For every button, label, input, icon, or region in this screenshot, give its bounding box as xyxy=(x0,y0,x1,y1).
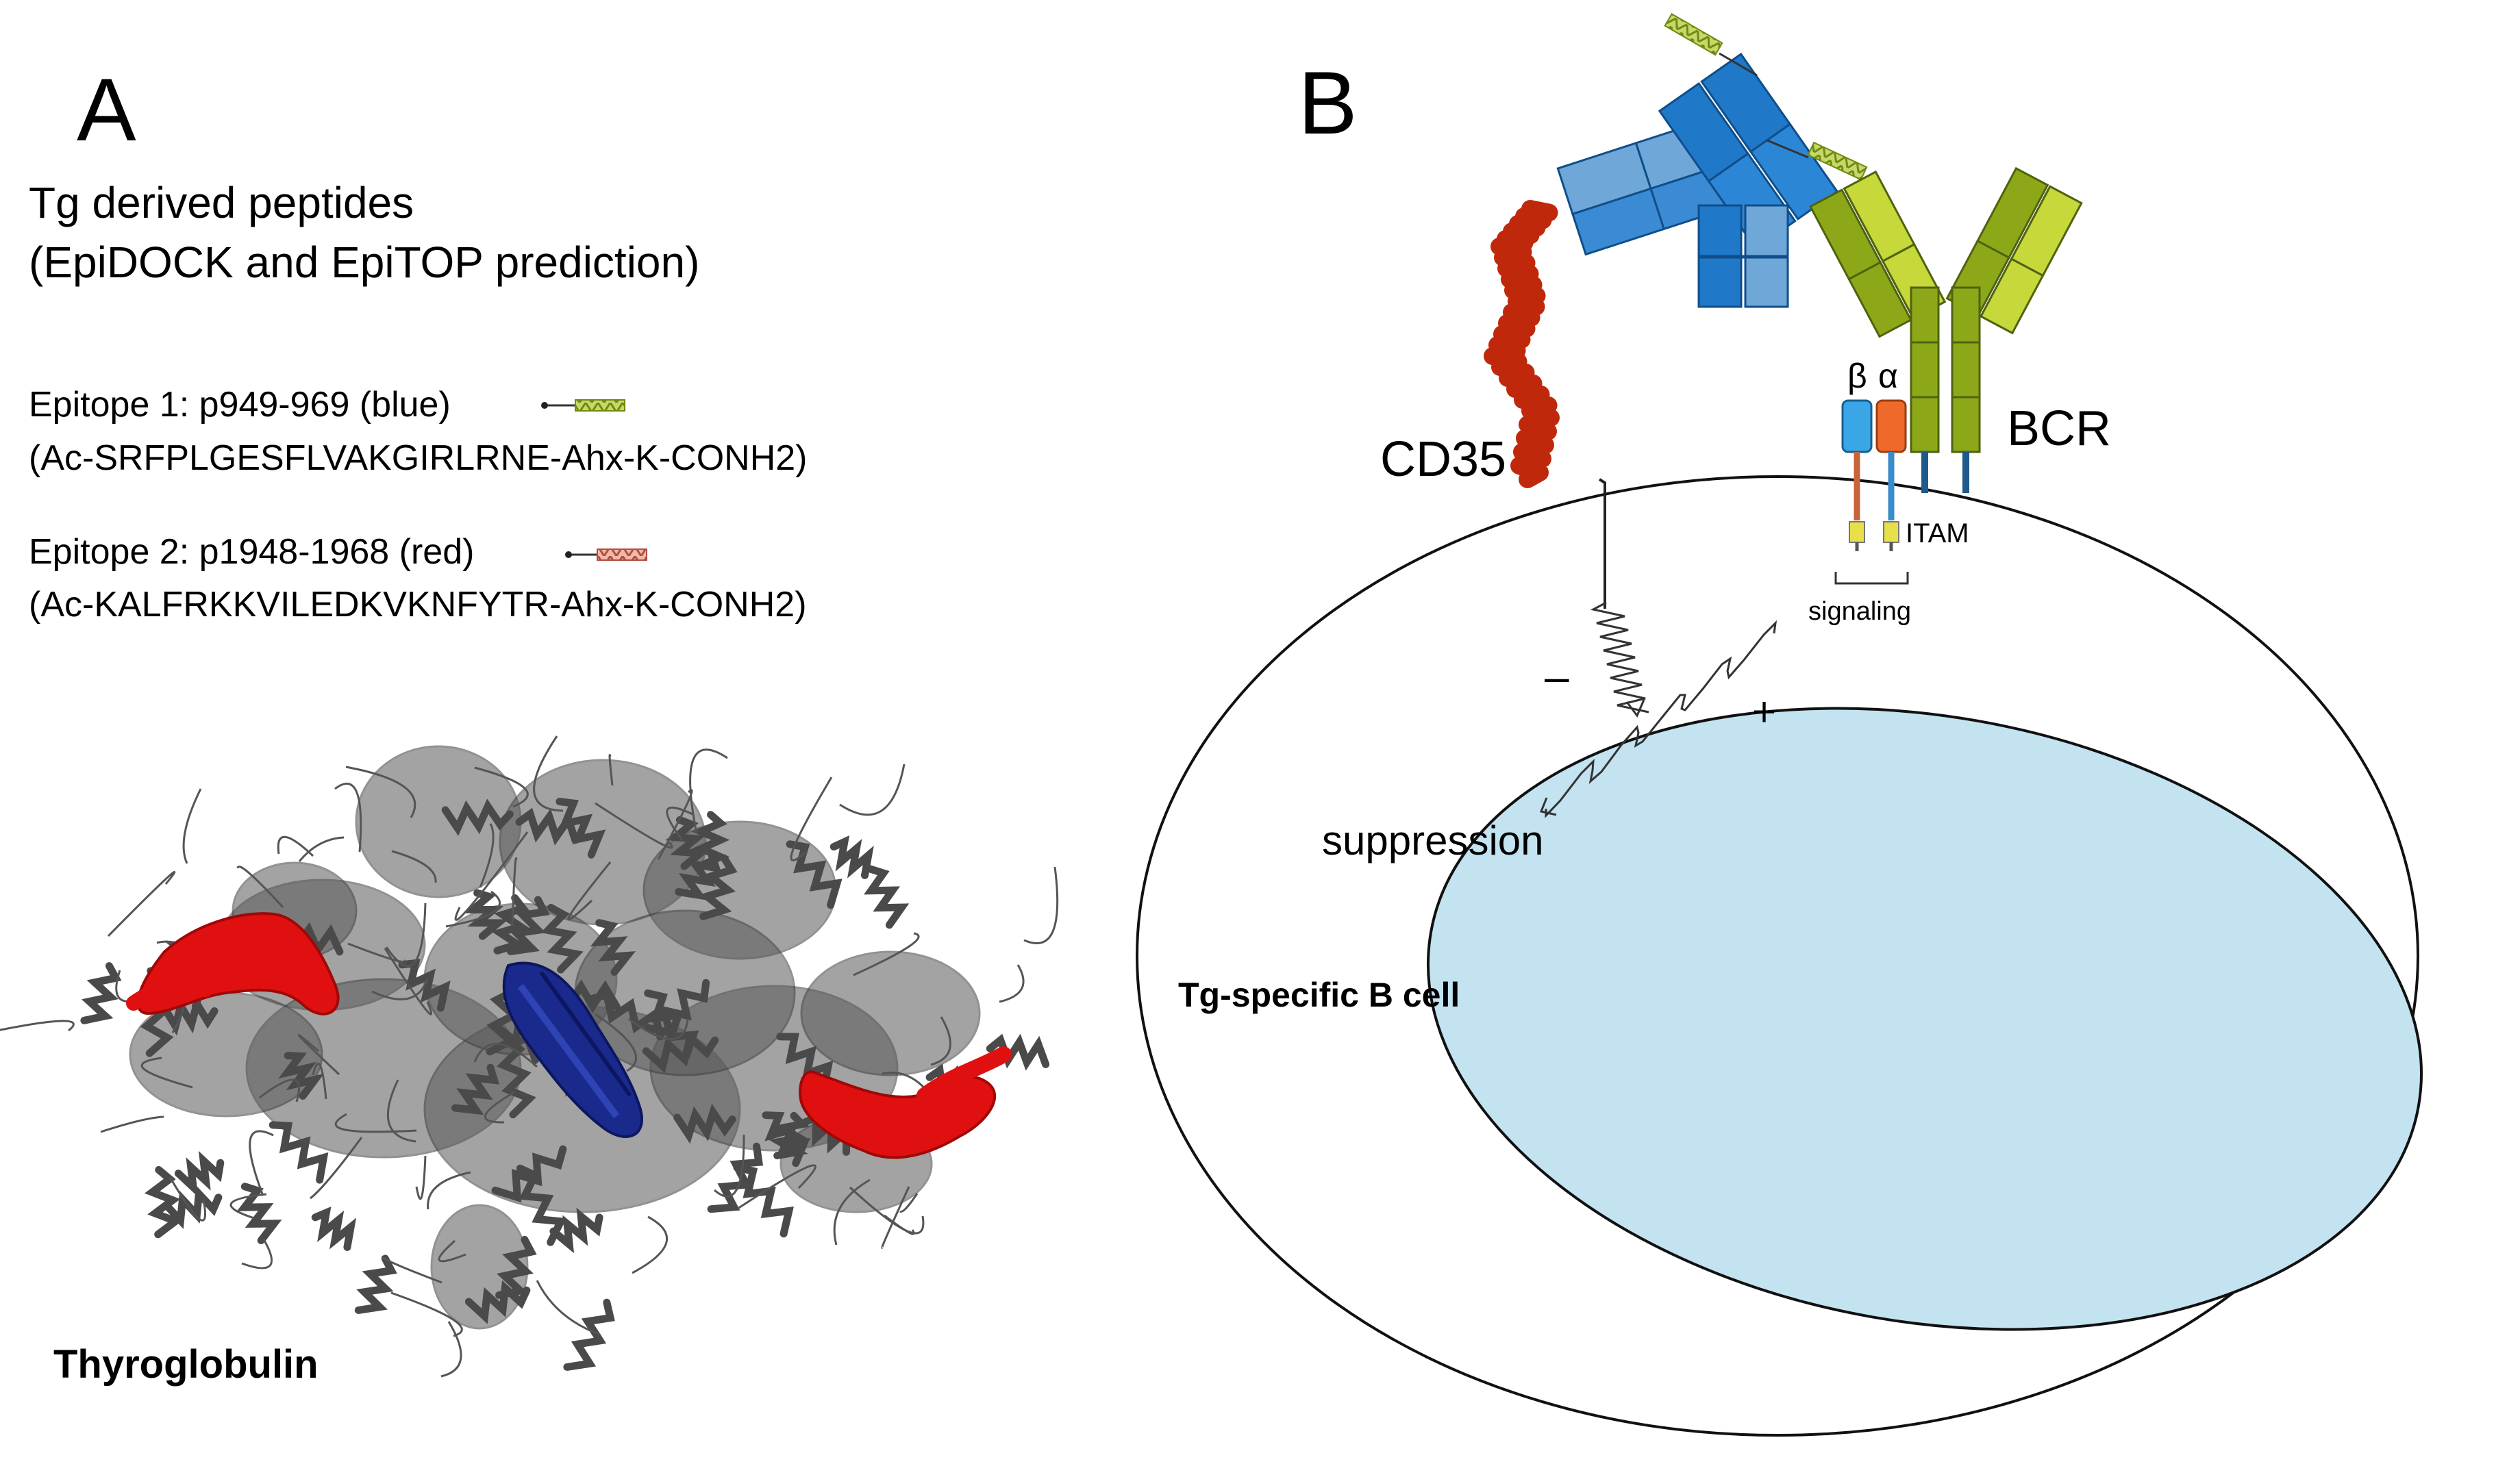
bcr-receptor xyxy=(1808,166,2083,493)
panel-b-letter: B xyxy=(1298,53,1358,153)
itam-label: ITAM xyxy=(1906,518,1969,548)
epitope1-label: Epitope 1: p949-969 (blue) xyxy=(29,385,451,425)
epitope1-peptide-icon xyxy=(541,399,625,412)
peptide-antigen-top xyxy=(1664,12,1758,77)
epitope2-peptide-icon xyxy=(565,548,647,561)
ig-alpha-chain xyxy=(1875,399,1907,551)
panel-b: B Tg-specific B cell CD35 xyxy=(1136,12,2423,1437)
panel-a-heading-line1: Tg derived peptides xyxy=(29,178,414,227)
blue-antibody-complex xyxy=(1556,52,1839,308)
thyroglobulin-structure-image xyxy=(0,735,1059,1378)
peptide-antigen-right xyxy=(1767,139,1868,181)
activating-arrowhead xyxy=(1539,797,1557,816)
cd35-label: CD35 xyxy=(1380,432,1506,487)
signaling-label: signaling xyxy=(1808,597,1911,626)
activating-signal-arrow xyxy=(1545,620,1777,818)
b-cell-label: Tg-specific B cell xyxy=(1178,976,1460,1014)
signaling-bracket xyxy=(1834,572,1909,585)
inhibitory-signal-arrow xyxy=(1590,601,1649,714)
minus-sign: – xyxy=(1545,652,1569,701)
suppression-label: suppression xyxy=(1322,818,1544,863)
epitope2-sequence: (Ac-KALFRKKVILEDKVKNFYTR-Ahx-K-CONH2) xyxy=(29,585,807,624)
bcr-label: BCR xyxy=(2007,401,2111,456)
panel-a-heading-line2: (EpiDOCK and EpiTOP prediction) xyxy=(29,238,699,287)
panel-a-letter: A xyxy=(77,60,136,160)
nucleus xyxy=(1427,707,2423,1331)
epitope1-sequence: (Ac-SRFPLGESFLVAKGIRLRNE-Ahx-K-CONH2) xyxy=(29,438,807,478)
epitope2-region-red-left xyxy=(126,912,340,1015)
epitope2-label: Epitope 2: p1948-1968 (red) xyxy=(29,532,474,572)
cd35-receptor xyxy=(1484,200,1606,609)
epitope2-region-red-right xyxy=(799,1046,1012,1159)
epitope1-region-blue xyxy=(502,961,643,1138)
alpha-symbol: α xyxy=(1878,357,1898,395)
beta-symbol: β xyxy=(1847,357,1867,395)
thyroglobulin-label: Thyroglobulin xyxy=(53,1342,319,1387)
plus-sign: + xyxy=(1752,689,1776,735)
inhibitory-arrowhead xyxy=(1625,699,1645,718)
panel-a: A Tg derived peptides (EpiDOCK and EpiTO… xyxy=(0,60,1059,1387)
ig-beta-chain xyxy=(1841,399,1873,551)
